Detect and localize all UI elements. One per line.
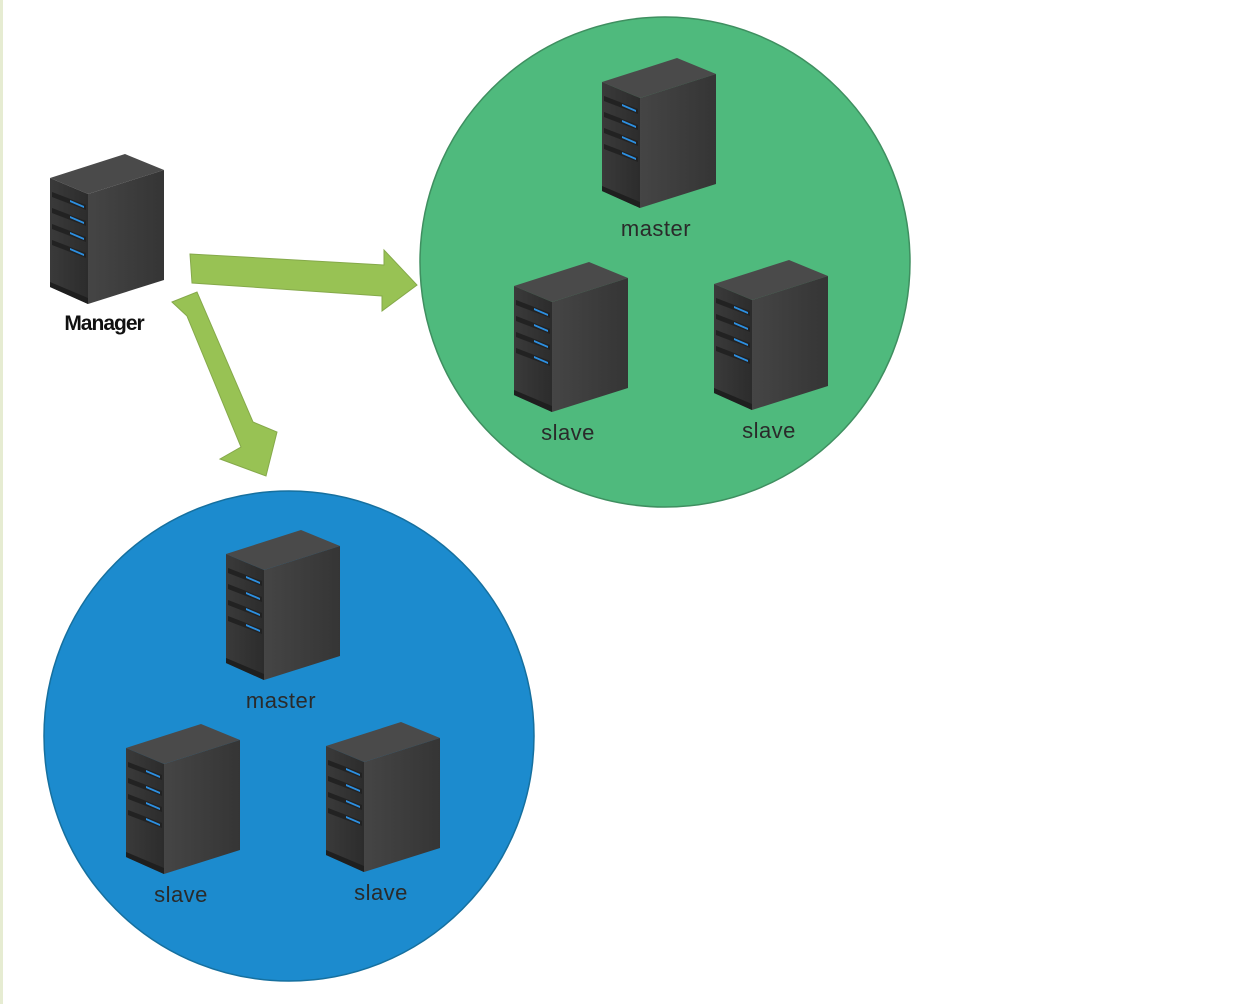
arrow-to-blue-cluster [171,291,278,477]
left-border [0,0,3,1004]
arrow-to-green-cluster [189,248,418,312]
blue-master-server-icon [226,530,340,680]
manager-server-icon [50,154,164,304]
green-slave1-label: slave [541,420,595,445]
blue-slave1-server-icon [126,724,240,874]
blue-master-label: master [245,688,317,713]
green-slave2-label: slave [742,418,796,443]
green-master-server-icon [602,58,716,208]
blue-slave2-server-icon [326,722,440,872]
blue-slave2-label: slave [354,880,408,905]
green-slave1-server-icon [514,262,628,412]
green-slave2-server-icon [714,260,828,410]
blue-slave1-label: slave [154,882,208,907]
manager-label: Manager [64,312,144,335]
green-master-label: master [620,216,692,241]
